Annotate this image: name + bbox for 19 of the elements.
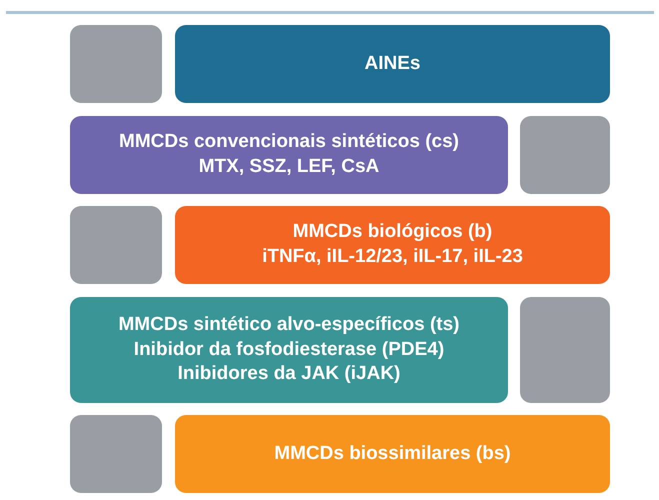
empty-box <box>70 206 162 284</box>
box-text: Inibidores da JAK (iJAK) <box>178 362 400 386</box>
empty-box <box>520 297 610 403</box>
box-text: Inibidor da fosfodiesterase (PDE4) <box>134 338 444 362</box>
box-heading: MMCDs sintético alvo-específicos (ts) <box>118 312 460 337</box>
box-text: iTNFα, iIL-12/23, iIL-17, iIL-23 <box>262 245 523 269</box>
box-text: MTX, SSZ, LEF, CsA <box>198 155 380 179</box>
box-heading: AINEs <box>364 52 420 76</box>
category-box <box>175 25 610 103</box>
box-heading: MMCDs biossimilares (bs) <box>274 442 511 466</box>
category-box <box>70 116 508 194</box>
empty-box <box>520 116 610 194</box>
empty-box <box>70 415 162 493</box>
box-heading: MMCDs biológicos (b) <box>292 220 492 244</box>
category-box <box>70 297 508 403</box>
empty-box <box>70 25 162 103</box>
box-heading: MMCDs convencionais sintéticos (cs) <box>119 130 459 154</box>
category-box <box>175 206 610 284</box>
category-box <box>175 415 610 493</box>
